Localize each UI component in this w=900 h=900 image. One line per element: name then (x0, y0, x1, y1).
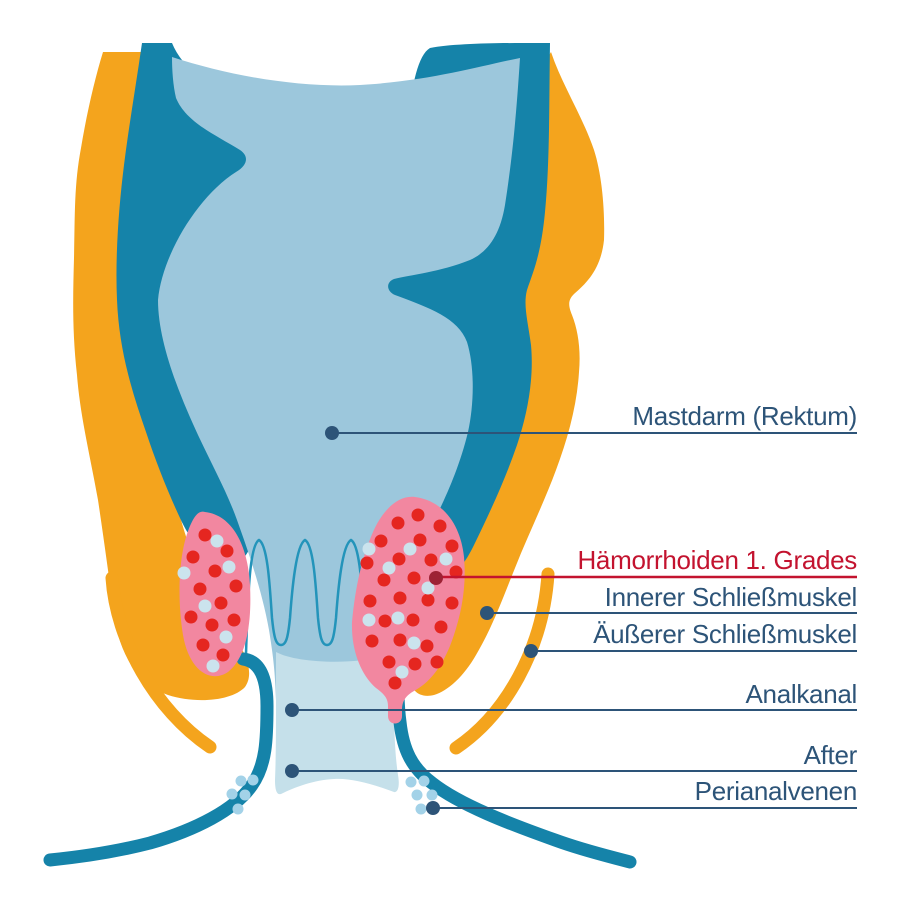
label-haemorrhoiden-1-grades: Hämorrhoiden 1. Grades (577, 545, 857, 575)
label-mastdarm-rektum: Mastdarm (Rektum) (632, 401, 857, 431)
marker-dot-aeusserer (524, 644, 538, 658)
perianal-veins-right (405, 775, 438, 815)
marker-dot-haemorrhoiden (429, 571, 443, 585)
marker-dots (285, 426, 538, 815)
hemorrhoid-right (351, 496, 465, 724)
label-innerer-schliessmuskel: Innerer Schließmuskel (604, 582, 858, 612)
outer-sphincter-strip-left (105, 571, 217, 754)
label-aeusserer-schliessmuskel: Äußerer Schließmuskel (593, 619, 857, 649)
leader-lines (292, 432, 857, 809)
outer-sphincter-strip-right (449, 567, 555, 755)
perianal-veins-left (226, 774, 259, 815)
hemorrhoid-right-red-dots (360, 508, 463, 690)
marker-dot-after (285, 764, 299, 778)
label-analkanal: Analkanal (745, 679, 858, 709)
outer-muscle-left (73, 52, 250, 701)
label-after: After (803, 740, 858, 770)
marker-dot-innerer (480, 606, 494, 620)
rectum-lumen (158, 57, 520, 700)
perianal-veins (226, 774, 438, 815)
hemorrhoid-left-pale-dots (177, 534, 236, 673)
hemorrhoid-right-pale-dots (362, 542, 453, 679)
marker-dot-analkanal (285, 703, 299, 717)
hemorrhoid-left (177, 511, 251, 677)
hemorrhoid-left-red-dots (184, 528, 243, 662)
label-perianalvenen: Perianalvenen (694, 776, 858, 806)
marker-dot-rektum (325, 426, 339, 440)
marker-dot-perianalvenen (426, 801, 440, 815)
outer-sphincter-strips (105, 567, 555, 755)
anal-canal-interior (275, 652, 399, 795)
